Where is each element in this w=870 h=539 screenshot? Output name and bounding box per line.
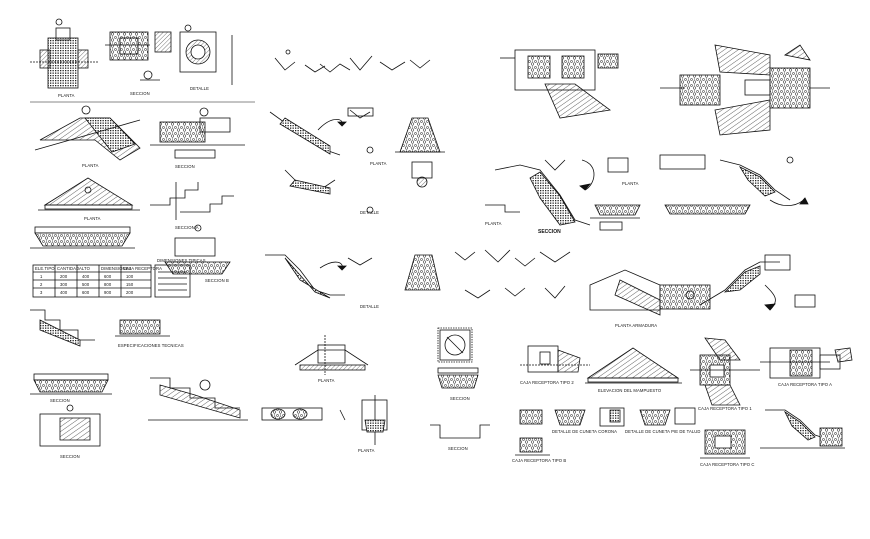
detail-cuneta-profiles bbox=[274, 49, 431, 73]
drawing-labels: PLANTA SECCION DETALLE PLANTA SECCION PL… bbox=[50, 86, 832, 467]
label-seccion-5: SECCION bbox=[50, 398, 70, 403]
detail-cuneta-row bbox=[519, 407, 696, 427]
detail-stepped-chute-2 bbox=[148, 377, 248, 421]
label-seccion-3: SECCION bbox=[450, 396, 470, 401]
label-detalle-3: DETALLE bbox=[360, 304, 379, 309]
table-cell: 1 bbox=[40, 274, 43, 279]
label-seccion-1: SECCION bbox=[130, 91, 150, 96]
detail-stepped-section-right bbox=[760, 409, 845, 449]
table-cell: 100 bbox=[126, 274, 134, 279]
label-seccion-6: SECCION bbox=[60, 454, 80, 459]
table-cell: 2 bbox=[40, 282, 43, 287]
table-cell: 400 bbox=[60, 290, 68, 295]
table-header: CAJA RECEPTORA bbox=[123, 266, 162, 271]
table-cell: 500 bbox=[82, 282, 90, 287]
label-caja-tipo-2: CAJA RECEPTORA TIPO 2 bbox=[520, 380, 574, 385]
label-planta-armadura: PLANTA ARMADURA bbox=[615, 323, 657, 328]
detail-stepped-chute bbox=[34, 105, 245, 161]
table-cell: 150 bbox=[126, 282, 134, 287]
detail-chute-section-middle bbox=[265, 249, 571, 299]
detail-caja-tipo-1 bbox=[690, 337, 760, 406]
label-seccion-b: SECCION B bbox=[205, 278, 229, 283]
label-elevacion-mampuesto: ELEVACION DEL MAMPUESTO bbox=[598, 388, 662, 393]
label-detalle-cunetas: DETALLE DE CUNETA CORONA bbox=[552, 429, 617, 434]
label-planta-b: PLANTA bbox=[82, 163, 99, 168]
table-cell: 900 bbox=[104, 290, 112, 295]
table-cell: 600 bbox=[104, 274, 112, 279]
label-seccion-a: SECCION A bbox=[175, 225, 199, 230]
table-cell: 600 bbox=[82, 290, 90, 295]
table-cell: 3 bbox=[40, 290, 43, 295]
detail-channel-section bbox=[30, 224, 231, 275]
detail-stepped-section-left bbox=[30, 309, 170, 447]
label-seccion-4: SECCION bbox=[448, 446, 468, 451]
label-planta-g: PLANTA bbox=[318, 378, 335, 383]
table-cell: 300 bbox=[60, 282, 68, 287]
table-cell: 400 bbox=[82, 274, 90, 279]
table-header: CANTIDAD bbox=[57, 266, 79, 271]
detail-caja-center bbox=[430, 327, 490, 439]
label-planta-d: PLANTA bbox=[485, 221, 502, 226]
detail-caja-plan-top bbox=[500, 49, 619, 119]
label-caja-tipo-b: CAJA RECEPTORA TIPO B bbox=[512, 458, 566, 463]
label-planta-h: PLANTA bbox=[358, 448, 375, 453]
table-header: ELE.TIPO bbox=[35, 266, 55, 271]
label-seccion-main: SECCION bbox=[538, 229, 561, 235]
detail-winged-headwall bbox=[660, 44, 830, 136]
label-seccion-2: SECCION bbox=[175, 164, 195, 169]
detail-caja-tipo-c bbox=[700, 429, 750, 459]
table-header: ALTO bbox=[79, 266, 91, 271]
spec-table bbox=[32, 264, 191, 298]
label-planta-a: PLANTA bbox=[58, 93, 75, 98]
detail-drop-structure-plan bbox=[30, 18, 233, 89]
detail-caja-tipo-2 bbox=[520, 345, 590, 373]
detail-caja-tipo-b bbox=[515, 437, 550, 456]
detail-caja-tipo-a bbox=[760, 347, 853, 379]
table-cell: 800 bbox=[104, 282, 112, 287]
detail-slope-chute bbox=[269, 107, 445, 214]
label-detalle-1: DETALLE bbox=[190, 86, 209, 91]
label-nota-1: ESPECIFICACIONES TECNICAS bbox=[118, 343, 184, 348]
label-caja-tipo-1: CAJA RECEPTORA TIPO 1 bbox=[698, 406, 752, 411]
table-cell: 200 bbox=[60, 274, 68, 279]
detail-elevation-headwall bbox=[38, 177, 234, 220]
label-nota-2: DIMENSIONES TIPICAS bbox=[157, 258, 206, 263]
label-detalle-2: DETALLE bbox=[360, 210, 379, 215]
table-cell: 200 bbox=[126, 290, 134, 295]
detail-planta-center bbox=[261, 335, 388, 445]
label-caja-tipo-a: CAJA RECEPTORA TIPO A bbox=[778, 382, 832, 387]
spec-table-text: ELE.TIPO CANTIDAD ALTO DIMENSIONES CAJA … bbox=[35, 266, 162, 295]
label-planta-e: PLANTA bbox=[622, 181, 639, 186]
detail-elevacion-mampuesto bbox=[585, 347, 682, 384]
detail-section-chute-right bbox=[485, 154, 809, 231]
label-detalle-cuneta-pie: DETALLE DE CUNETA PIE DE TALUD bbox=[625, 429, 701, 434]
detail-planta-armadura bbox=[589, 254, 816, 316]
label-caja-tipo-c: CAJA RECEPTORA TIPO C bbox=[700, 462, 755, 467]
table-header: DIMENSIONES bbox=[101, 266, 132, 271]
label-planta-f: PLANTA bbox=[84, 216, 101, 221]
label-planta-c: PLANTA bbox=[370, 161, 387, 166]
